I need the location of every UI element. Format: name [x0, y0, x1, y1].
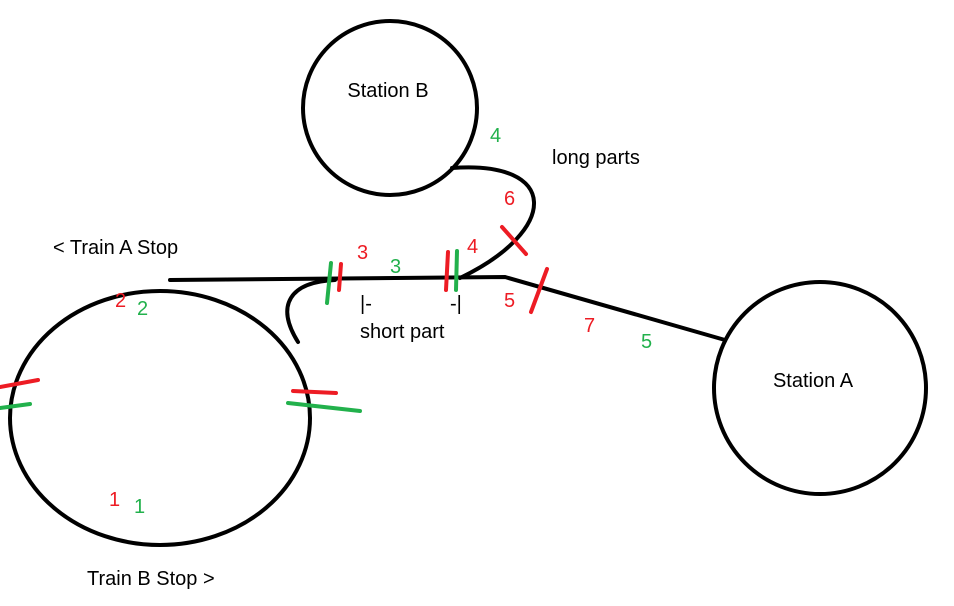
station-a-label: Station A [773, 370, 854, 392]
red-label-1: 1 [109, 489, 120, 511]
station-a-circle [712, 280, 928, 496]
red-label-2: 2 [115, 290, 126, 312]
loop-connector [285, 278, 337, 344]
green-marker [286, 401, 362, 413]
red-marker [500, 225, 528, 256]
red-marker [529, 267, 549, 314]
loop-track [8, 289, 312, 547]
green-label-4: 4 [490, 125, 501, 147]
red-marker [337, 262, 343, 292]
red-label-7: 7 [584, 315, 595, 337]
green-marker [325, 261, 333, 305]
long-parts-label: long parts [552, 147, 640, 169]
short-part-label: short part [360, 321, 445, 343]
green-label-1: 1 [134, 496, 145, 518]
short-part-start: |- [360, 293, 372, 315]
station-b-label: Station B [347, 80, 428, 102]
red-label-5: 5 [504, 290, 515, 312]
red-label-6: 6 [504, 188, 515, 210]
main-line [168, 274, 727, 342]
short-part-end: -| [450, 293, 462, 315]
green-label-5: 5 [641, 331, 652, 353]
green-label-2: 2 [137, 298, 148, 320]
red-marker [291, 389, 338, 395]
red-label-4: 4 [467, 236, 478, 258]
green-marker [0, 402, 32, 410]
green-marker [454, 249, 459, 292]
station-b-circle [301, 19, 479, 197]
red-marker [444, 250, 450, 292]
station-b-branch [450, 165, 536, 280]
red-marker [0, 378, 40, 389]
train-a-stop-label: < Train A Stop [53, 237, 178, 259]
red-label-3: 3 [357, 242, 368, 264]
train-b-stop-label: Train B Stop > [87, 568, 215, 590]
green-label-3: 3 [390, 256, 401, 278]
